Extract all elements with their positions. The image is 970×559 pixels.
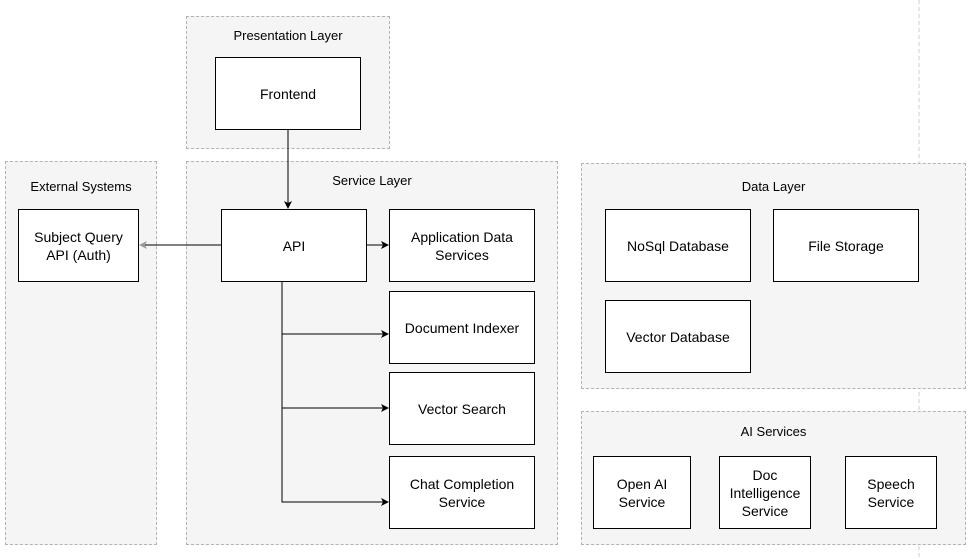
file-storage-node[interactable]: File Storage — [773, 209, 919, 282]
data-layer-title: Data Layer — [741, 179, 806, 194]
presentation-layer-title: Presentation Layer — [233, 28, 343, 43]
external-systems-title: External Systems — [30, 179, 132, 194]
vector-search-node[interactable]: Vector Search — [389, 372, 535, 445]
api-node[interactable]: API — [221, 209, 367, 282]
application-data-services-node[interactable]: Application Data Services — [389, 209, 535, 282]
ai-services-title: AI Services — [740, 424, 807, 439]
chat-completion-service-node[interactable]: Chat Completion Service — [389, 456, 535, 529]
frontend-node[interactable]: Frontend — [215, 57, 361, 130]
openai-service-node[interactable]: Open AI Service — [593, 456, 691, 529]
speech-service-node[interactable]: Speech Service — [845, 456, 937, 529]
subject-query-api-node[interactable]: Subject Query API (Auth) — [18, 209, 139, 282]
service-layer-title: Service Layer — [332, 173, 412, 188]
doc-intelligence-service-node[interactable]: Doc Intelligence Service — [719, 456, 811, 529]
document-indexer-node[interactable]: Document Indexer — [389, 291, 535, 364]
nosql-database-node[interactable]: NoSql Database — [605, 209, 751, 282]
vector-database-node[interactable]: Vector Database — [605, 300, 751, 373]
